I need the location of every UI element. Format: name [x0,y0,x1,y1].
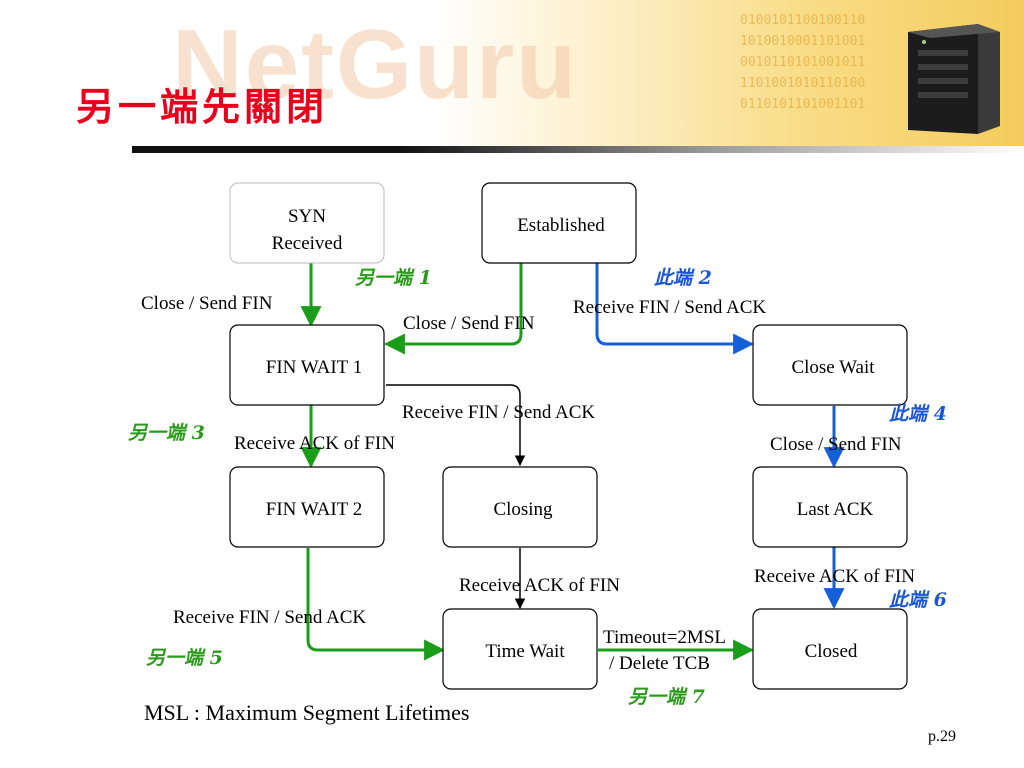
transition-label: / Delete TCB [609,653,710,674]
msl-footnote: MSL : Maximum Segment Lifetimes [144,700,470,725]
step-label-this-end: 此端 2 [654,267,712,289]
transition-label: Receive ACK of FIN [754,566,915,587]
binary-line: 1010010001101001 [740,34,866,49]
server-tower-icon [908,24,1000,134]
state-time-wait: Time Wait [442,608,598,690]
edge-established-to-closewait [595,263,755,355]
step-label-other-end: 另一端 1 [355,267,432,289]
state-label: Close Wait [791,357,875,378]
transition-label: Receive FIN / Send ACK [573,297,766,318]
slide-title: 另一端先關閉 [76,84,329,129]
state-label: FIN WAIT 2 [266,499,362,520]
state-last-ack: Last ACK [752,466,908,548]
state-closed: Closed [752,608,908,690]
state-label: Last ACK [797,499,874,520]
step-label-other-end: 另一端 7 [628,686,705,708]
binary-line: 0010110101001011 [740,55,866,70]
title-divider [132,146,1024,153]
state-label: Closed [805,641,858,662]
step-label-this-end: 此端 6 [889,589,947,611]
state-label: SYN [288,206,326,227]
binary-line: 0100101100100110 [740,13,866,28]
transition-label: Close / Send FIN [141,293,273,314]
state-close-wait: Close Wait [752,324,908,406]
state-fin-wait-2: FIN WAIT 2 [229,466,385,548]
netguru-watermark: NetGuru [172,9,578,119]
edge-established-to-finwait1 [383,263,523,355]
state-label: FIN WAIT 1 [266,357,362,378]
state-label: Received [272,233,343,254]
transition-label: Close / Send FIN [770,434,902,455]
transition-label: Receive FIN / Send ACK [173,607,366,628]
step-label-other-end: 另一端 5 [146,647,223,669]
page-number: p.29 [928,728,956,745]
edge-finwait1-to-closing [386,384,526,467]
state-closing: Closing [442,466,598,548]
transition-label: Receive ACK of FIN [459,575,620,596]
state-label: Time Wait [485,641,565,662]
binary-line: 1101001010110100 [740,76,866,91]
state-syn-received: SYN Received [229,182,385,264]
binary-line: 0110101101001101 [740,97,866,112]
state-label: Closing [493,499,553,520]
transition-label: Close / Send FIN [403,313,535,334]
state-fin-wait-1: FIN WAIT 1 [229,324,385,406]
transition-label: Receive ACK of FIN [234,433,395,454]
step-label-this-end: 此端 4 [889,403,947,425]
state-established: Established [481,182,637,264]
state-label: Established [517,215,605,236]
binary-background-art: 0100101100100110 1010010001101001 001011… [740,10,1020,115]
step-label-other-end: 另一端 3 [128,422,205,444]
transition-label: Receive FIN / Send ACK [402,402,595,423]
edge-finwait2-to-timewait [306,548,446,661]
transition-label: Timeout=2MSL [603,627,726,648]
header-banner [0,0,1024,150]
